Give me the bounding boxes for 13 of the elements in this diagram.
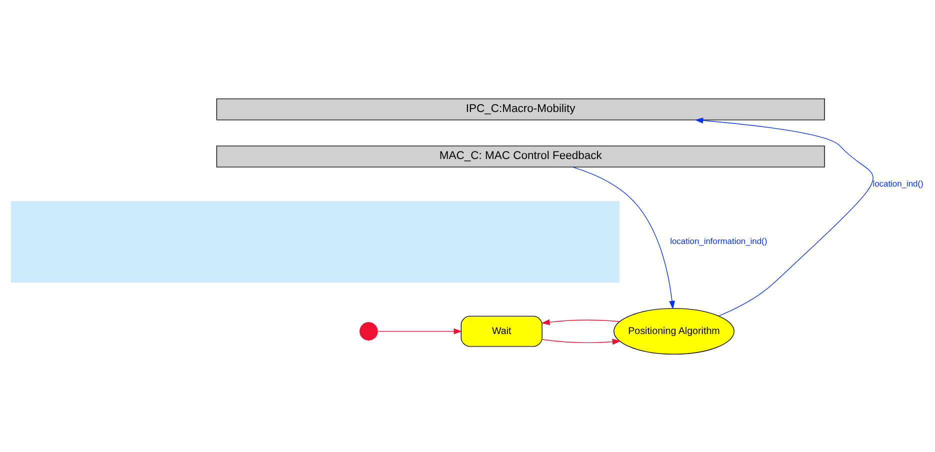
edge-label: location_information_ind() [670, 236, 768, 246]
arrow [377, 328, 462, 334]
node-box: Wait [460, 315, 542, 346]
node-box: MAC_C: MAC Control Feedback [216, 145, 825, 167]
node-circle [360, 322, 378, 340]
arrow [694, 117, 874, 316]
node-box [10, 200, 620, 282]
node-ellipse: Positioning Algorithm [614, 308, 734, 354]
arrow [542, 338, 621, 344]
node-box: IPC_C:Macro-Mobility [216, 98, 825, 120]
arrow [541, 318, 620, 325]
arrow [572, 166, 675, 309]
edge-label: location_ind() [872, 178, 924, 188]
